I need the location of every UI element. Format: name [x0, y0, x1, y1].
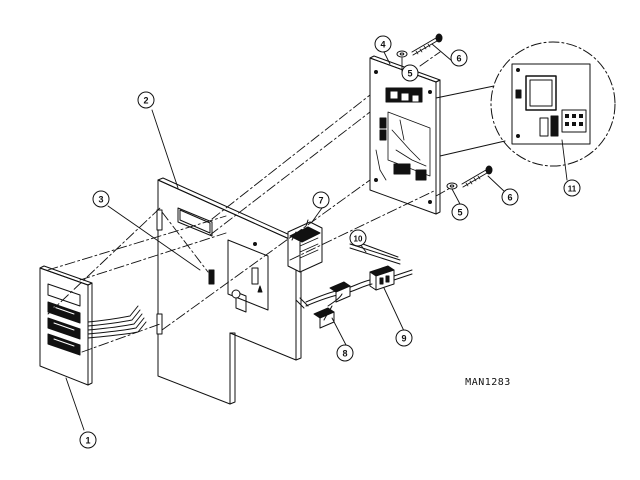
callout-6b: 6	[507, 193, 512, 203]
front-panel-plate	[156, 177, 302, 405]
callout-11: 11	[568, 185, 577, 194]
washer-top	[396, 50, 408, 58]
callout-5: 5	[407, 69, 412, 79]
callout-7: 7	[318, 196, 323, 206]
ribbon-cable	[87, 305, 147, 339]
callout-5b: 5	[457, 208, 462, 218]
callout-4: 4	[380, 40, 385, 50]
drawing-reference: MAN1283	[465, 377, 511, 388]
keypad-membrane	[39, 265, 147, 386]
bracket-module	[287, 219, 323, 273]
detail-view	[435, 41, 616, 167]
callout-9: 9	[401, 334, 406, 344]
projection-lines	[47, 51, 453, 353]
wiring-harness	[295, 279, 373, 329]
callout-1: 1	[85, 436, 90, 446]
pcb-assembly	[369, 55, 441, 215]
callout-circles	[79, 35, 581, 449]
connector-plug	[369, 265, 413, 291]
callout-10: 10	[354, 235, 363, 244]
keypad-buttons	[47, 301, 81, 356]
screw-top	[411, 33, 443, 56]
callout-8: 8	[342, 349, 347, 359]
washer-bottom	[446, 182, 458, 190]
callout-3: 3	[98, 195, 103, 205]
screw-bottom	[461, 165, 493, 188]
callout-2: 2	[143, 96, 148, 106]
callout-6: 6	[456, 54, 461, 64]
